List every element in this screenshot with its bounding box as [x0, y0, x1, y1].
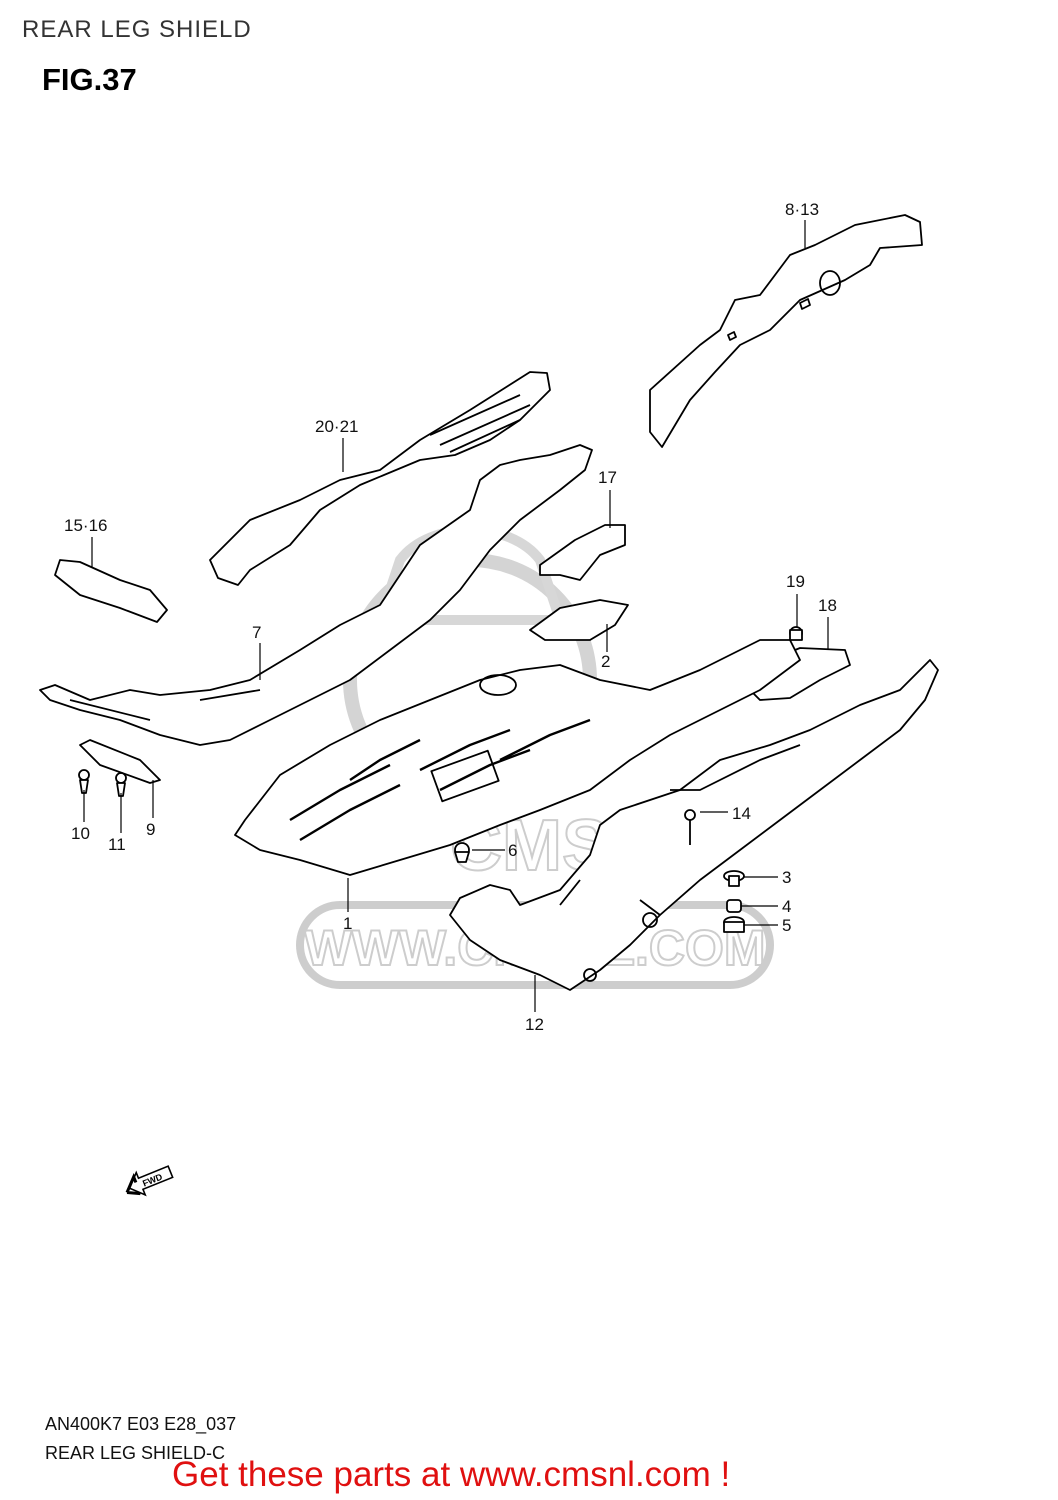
part-6-clip — [454, 842, 470, 863]
part-9-strip — [79, 739, 161, 784]
part-15-16-cover — [54, 559, 168, 623]
part-19-bolt — [789, 626, 803, 641]
callout-3: 3 — [782, 868, 791, 887]
callout-20-21: 20·21 — [315, 417, 358, 436]
part-1-floor-board — [234, 639, 801, 876]
part-14-screw — [684, 809, 696, 845]
cta-link[interactable]: Get these parts at www.cmsnl.com ! — [172, 1455, 731, 1494]
figure-label: FIG.37 — [42, 62, 137, 97]
page-header-title: REAR LEG SHIELD — [22, 16, 252, 43]
diagram-subtitle: REAR LEG SHIELD-C — [45, 1443, 226, 1463]
callout-14: 14 — [732, 804, 751, 823]
part-4-collar — [726, 899, 742, 913]
part-2-pad — [529, 599, 629, 641]
part-8-13-heat-shield — [649, 214, 923, 448]
callout-15-16: 15·16 — [64, 516, 107, 535]
diagram-code: AN400K7 E03 E28_037 — [45, 1414, 237, 1434]
callout-18: 18 — [818, 596, 837, 615]
part-11-clip — [115, 772, 127, 797]
part-12-lower-frame — [449, 659, 939, 991]
fwd-arrow-icon: FWD — [125, 1165, 174, 1197]
part-17-bracket — [539, 524, 626, 581]
part-3-bolt — [723, 870, 745, 887]
callout-11: 11 — [108, 835, 126, 854]
callout-17: 17 — [598, 468, 617, 487]
callout-8-13: 8·13 — [785, 200, 819, 219]
callout-9: 9 — [146, 820, 155, 839]
callout-7: 7 — [252, 623, 261, 642]
callout-12: 12 — [525, 1015, 544, 1034]
part-5-grommet — [723, 916, 745, 933]
part-7-side-rail — [39, 444, 593, 746]
callout-10: 10 — [71, 824, 90, 843]
callout-19: 19 — [786, 572, 805, 591]
callout-1: 1 — [343, 914, 352, 933]
callout-5: 5 — [782, 916, 791, 935]
callout-4: 4 — [782, 897, 791, 916]
callout-6: 6 — [508, 841, 517, 860]
callout-2: 2 — [601, 652, 610, 671]
part-10-clip — [78, 769, 90, 794]
